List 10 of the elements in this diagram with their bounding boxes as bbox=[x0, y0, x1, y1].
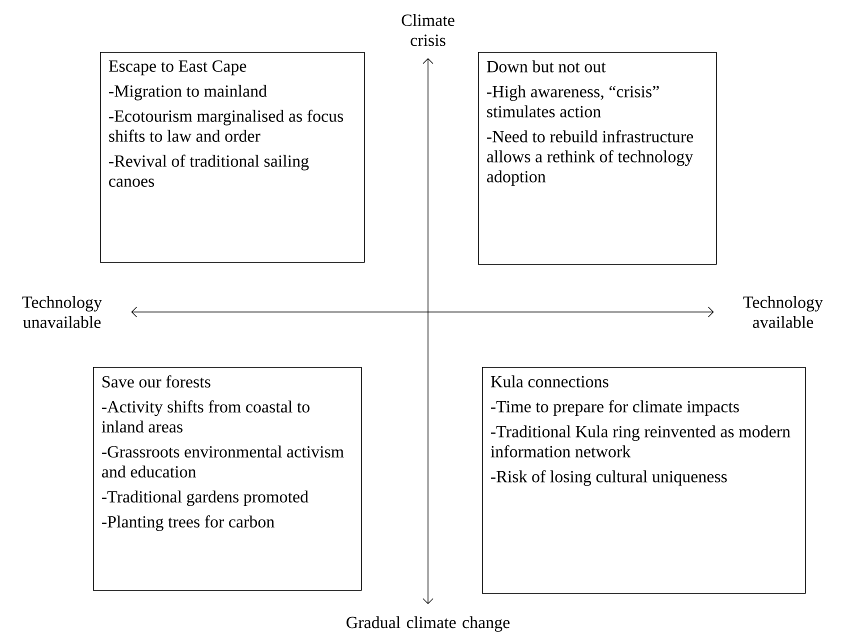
axis-label: Gradual climate change bbox=[346, 616, 510, 632]
axis-label: Technology available bbox=[743, 296, 823, 328]
axis-arrow bbox=[422, 58, 434, 604]
axis-arrow bbox=[131, 306, 714, 318]
axis-label: Technology unavailable bbox=[22, 296, 102, 328]
scenario-box: Save our forests -Activity shifts from coastal to inland areas -Grassroots environmental activism and education -Traditional gardens promoted -Planting trees for carbon bbox=[93, 367, 362, 591]
axis-label: Climate crisis bbox=[402, 14, 454, 46]
scenario-box: Escape to East Cape -Migration to mainland -Ecotourism marginalised as focus shifts to law and order -Revival of traditional sailing canoes bbox=[100, 52, 365, 263]
scenario-box: Down but not out -High awareness, “crisis” stimulates action -Need to rebuild infrastructure allows a rethink of technology adoption bbox=[478, 52, 717, 265]
scenario-box: Kula connections -Time to prepare for climate impacts -Traditional Kula ring reinvented as modern information network -Risk of losing cultural uniqueness bbox=[482, 367, 806, 594]
